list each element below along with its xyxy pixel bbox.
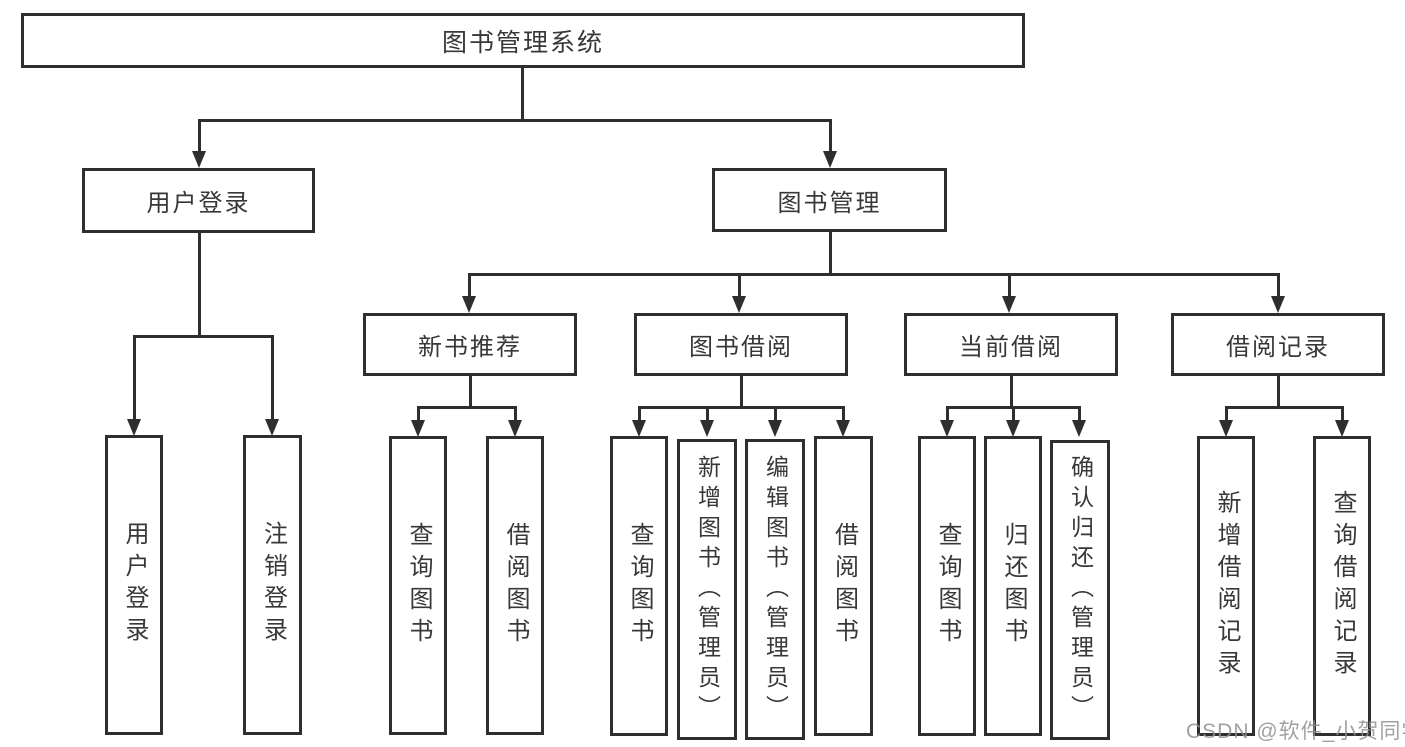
node-book-borrow-label: 图书借阅 bbox=[689, 334, 793, 361]
arrow-down-icon bbox=[192, 151, 206, 168]
leaf-query-borrow-record: 查询借阅记录 bbox=[1313, 436, 1371, 736]
connector-line bbox=[133, 335, 274, 338]
connector-line bbox=[1225, 406, 1343, 409]
node-current-borrow: 当前借阅 bbox=[904, 313, 1118, 376]
leaf-query-book-borrow: 查询图书 bbox=[610, 436, 668, 736]
connector-line bbox=[198, 119, 201, 154]
connector-line bbox=[468, 273, 1280, 276]
connector-line bbox=[1277, 273, 1280, 298]
leaf-edit-book-admin: 编辑图书（管理员） bbox=[745, 439, 805, 740]
arrow-down-icon bbox=[265, 419, 279, 436]
connector-line bbox=[417, 406, 420, 422]
leaf-borrow-book-borrow: 借阅图书 bbox=[814, 436, 873, 736]
connector-line bbox=[198, 233, 201, 335]
node-borrow-record-label: 借阅记录 bbox=[1226, 334, 1330, 361]
node-current-borrow-label: 当前借阅 bbox=[959, 334, 1063, 361]
leaf-add-borrow-record: 新增借阅记录 bbox=[1197, 436, 1255, 736]
arrow-down-icon bbox=[768, 420, 782, 437]
node-book-borrow: 图书借阅 bbox=[634, 313, 848, 376]
connector-line bbox=[706, 406, 709, 422]
arrow-down-icon bbox=[508, 420, 522, 437]
node-new-book-recommend: 新书推荐 bbox=[363, 313, 577, 376]
connector-line bbox=[829, 232, 832, 276]
connector-line bbox=[198, 119, 832, 122]
leaf-user-login: 用户登录 bbox=[105, 435, 163, 735]
leaf-query-book-label: 查询图书 bbox=[934, 522, 961, 650]
leaf-confirm-return-admin: 确认归还（管理员） bbox=[1050, 440, 1110, 740]
leaf-edit-book-admin-label: 编辑图书（管理员） bbox=[762, 454, 789, 725]
arrow-down-icon bbox=[940, 420, 954, 437]
connector-line bbox=[133, 335, 136, 421]
arrow-down-icon bbox=[632, 420, 646, 437]
connector-line bbox=[638, 406, 641, 422]
node-root-label: 图书管理系统 bbox=[441, 28, 604, 57]
leaf-borrow-book-recommend: 借阅图书 bbox=[486, 436, 544, 735]
arrow-down-icon bbox=[1271, 296, 1285, 313]
node-new-book-recommend-label: 新书推荐 bbox=[418, 334, 522, 361]
leaf-query-borrow-record-label: 查询借阅记录 bbox=[1329, 490, 1356, 682]
leaf-query-book-label: 查询图书 bbox=[405, 521, 432, 650]
connector-line bbox=[1277, 376, 1280, 406]
connector-line bbox=[1225, 406, 1228, 422]
arrow-down-icon bbox=[1219, 420, 1233, 437]
arrow-down-icon bbox=[732, 296, 746, 313]
arrow-down-icon bbox=[1006, 420, 1020, 437]
connector-line bbox=[1008, 273, 1011, 298]
leaf-user-login-label: 用户登录 bbox=[121, 521, 148, 649]
leaf-add-book-admin: 新增图书（管理员） bbox=[677, 439, 737, 740]
arrow-down-icon bbox=[1072, 420, 1086, 437]
leaf-logout-label: 注销登录 bbox=[259, 521, 287, 649]
connector-line bbox=[774, 406, 777, 422]
leaf-add-book-admin-label: 新增图书（管理员） bbox=[694, 454, 721, 725]
connector-line bbox=[521, 68, 524, 119]
arrow-down-icon bbox=[823, 151, 837, 168]
leaf-borrow-book-label: 借阅图书 bbox=[830, 522, 858, 650]
leaf-add-borrow-record-label: 新增借阅记录 bbox=[1213, 490, 1240, 682]
leaf-logout: 注销登录 bbox=[243, 435, 302, 735]
leaf-confirm-return-admin-label: 确认归还（管理员） bbox=[1067, 455, 1094, 725]
arrow-down-icon bbox=[462, 296, 476, 313]
connector-line bbox=[1341, 406, 1344, 422]
node-user-login-label: 用户登录 bbox=[146, 190, 251, 217]
node-user-login: 用户登录 bbox=[82, 168, 315, 233]
connector-line bbox=[1010, 376, 1013, 406]
arrow-down-icon bbox=[1335, 420, 1349, 437]
leaf-query-book-current: 查询图书 bbox=[918, 436, 976, 736]
connector-line bbox=[738, 273, 741, 298]
connector-line bbox=[638, 406, 845, 409]
node-book-management-label: 图书管理 bbox=[777, 189, 882, 217]
leaf-return-book-label: 归还图书 bbox=[1000, 522, 1027, 650]
connector-line bbox=[829, 119, 832, 154]
leaf-borrow-book-label: 借阅图书 bbox=[502, 521, 529, 650]
node-borrow-record: 借阅记录 bbox=[1171, 313, 1385, 376]
arrow-down-icon bbox=[411, 420, 425, 437]
connector-line bbox=[946, 406, 949, 422]
connector-line bbox=[514, 406, 517, 422]
node-book-management: 图书管理 bbox=[712, 168, 947, 232]
leaf-query-book-recommend: 查询图书 bbox=[389, 436, 447, 735]
connector-line bbox=[417, 406, 517, 409]
connector-line bbox=[468, 273, 471, 298]
connector-line bbox=[842, 406, 845, 422]
connector-line bbox=[271, 335, 274, 421]
arrow-down-icon bbox=[1002, 296, 1016, 313]
leaf-query-book-label: 查询图书 bbox=[626, 522, 653, 650]
arrow-down-icon bbox=[836, 420, 850, 437]
leaf-return-book: 归还图书 bbox=[984, 436, 1042, 736]
csdn-watermark: CSDN @软件_小贺同学 bbox=[1186, 720, 1405, 743]
node-root-library-system: 图书管理系统 bbox=[21, 13, 1025, 68]
connector-line bbox=[1078, 406, 1081, 422]
connector-line bbox=[740, 376, 743, 406]
connector-line bbox=[1012, 406, 1015, 422]
connector-line bbox=[469, 376, 472, 406]
arrow-down-icon bbox=[700, 420, 714, 437]
arrow-down-icon bbox=[127, 419, 141, 436]
